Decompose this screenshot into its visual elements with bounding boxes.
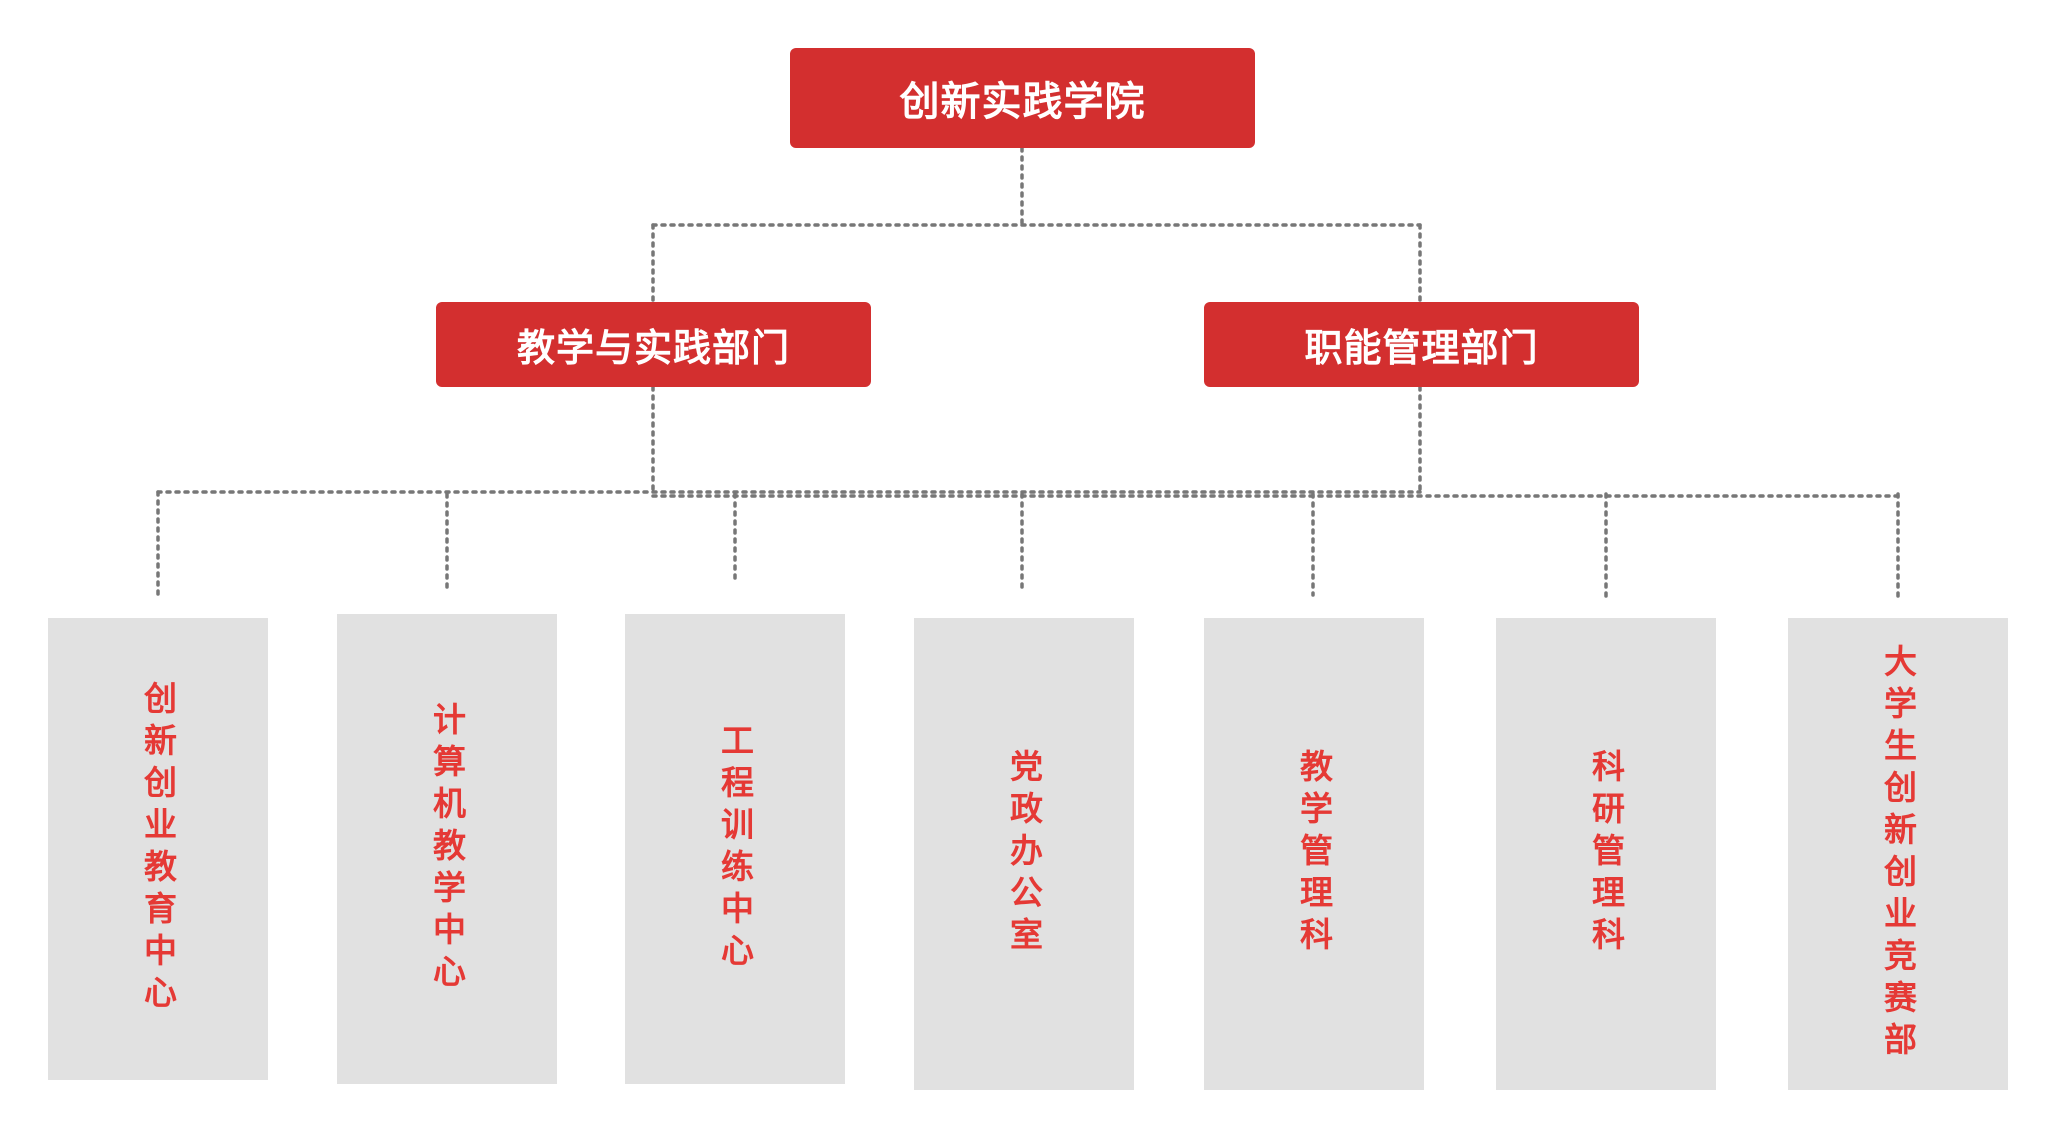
unit-node-label: 创新创业教育中心 xyxy=(138,681,178,1017)
root-node: 创新实践学院 xyxy=(790,48,1255,148)
unit-node-party-office: 党政办公室 xyxy=(914,618,1134,1090)
root-node-label: 创新实践学院 xyxy=(899,79,1146,125)
unit-node-engineering-training-center: 工程训练中心 xyxy=(625,614,845,1084)
unit-node-innovation-entrepreneurship-center: 创新创业教育中心 xyxy=(48,618,268,1080)
department-node-label: 职能管理部门 xyxy=(1304,326,1539,370)
unit-node-label: 计算机教学中心 xyxy=(427,702,467,996)
unit-node-label: 大学生创新创业竞赛部 xyxy=(1878,644,1918,1064)
unit-node-student-competition-dept: 大学生创新创业竞赛部 xyxy=(1788,618,2008,1090)
unit-node-label: 教学管理科 xyxy=(1294,749,1334,959)
unit-node-label: 科研管理科 xyxy=(1586,749,1626,959)
department-node-functional-management: 职能管理部门 xyxy=(1204,302,1639,387)
unit-node-label: 工程训练中心 xyxy=(715,723,755,975)
unit-node-computer-teaching-center: 计算机教学中心 xyxy=(337,614,557,1084)
unit-node-research-management: 科研管理科 xyxy=(1496,618,1716,1090)
unit-node-teaching-management: 教学管理科 xyxy=(1204,618,1424,1090)
department-node-label: 教学与实践部门 xyxy=(516,326,790,370)
department-node-teaching-practice: 教学与实践部门 xyxy=(436,302,871,387)
unit-node-label: 党政办公室 xyxy=(1004,749,1044,959)
